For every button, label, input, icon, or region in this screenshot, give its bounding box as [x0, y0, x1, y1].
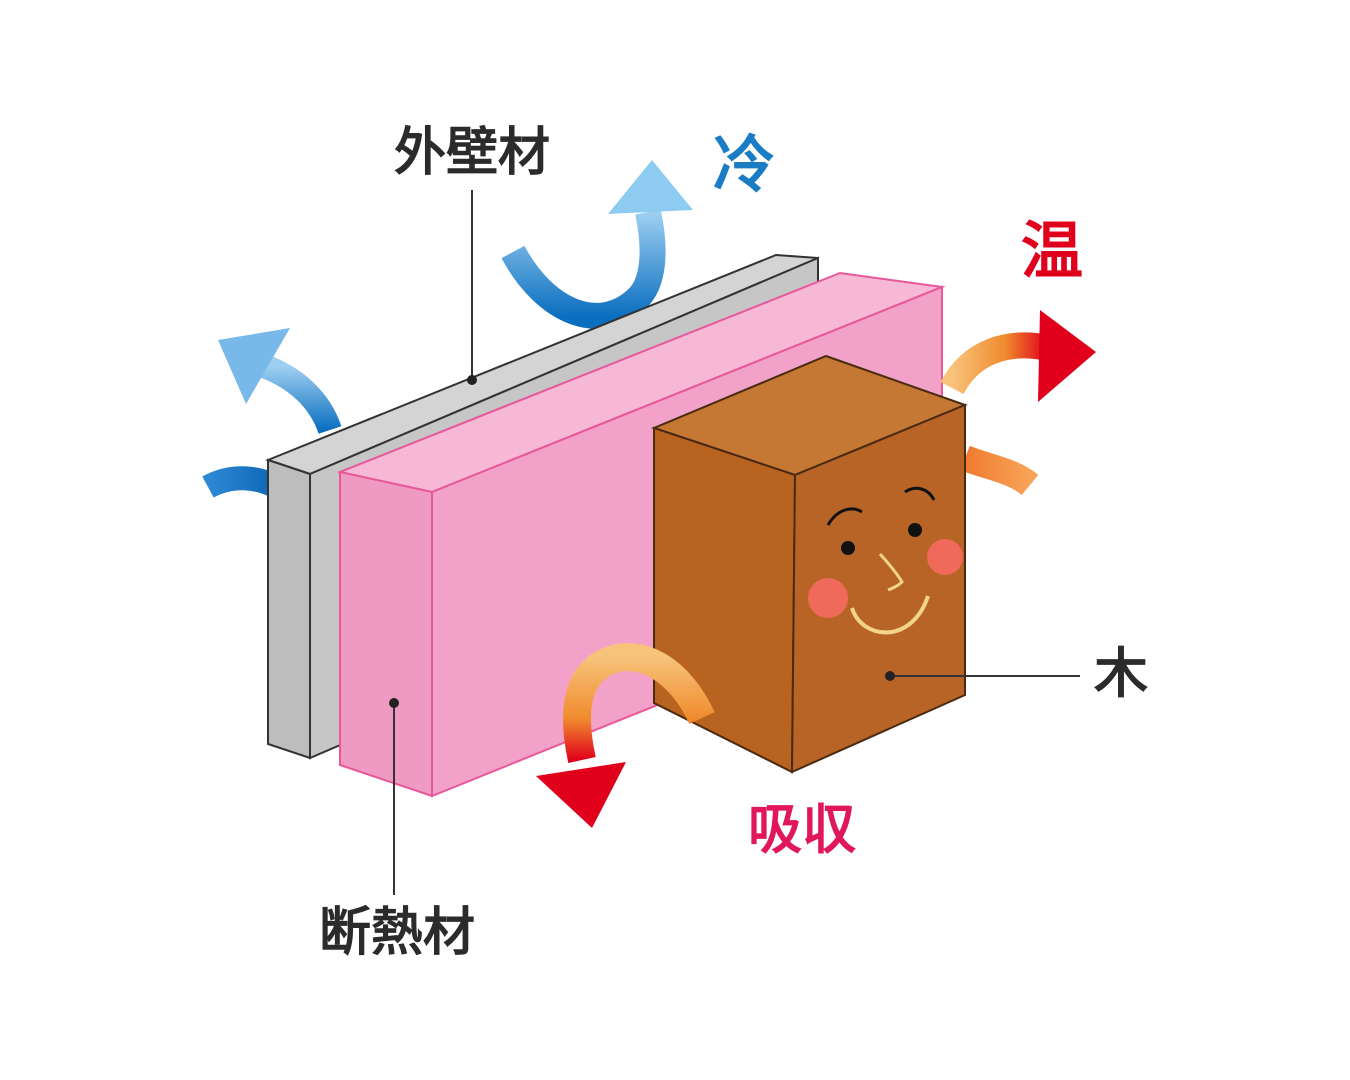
left-eyebrow	[826, 507, 863, 526]
smile	[850, 595, 930, 635]
absorb-arrow	[536, 643, 715, 828]
outer-wall-label: 外壁材	[394, 123, 550, 183]
insulation-label: 断熱材	[319, 903, 475, 963]
right-eyebrow	[904, 486, 936, 501]
left-eye	[841, 541, 855, 555]
nose	[878, 552, 904, 592]
wood-face	[808, 486, 963, 635]
wood-label: 木	[1094, 642, 1148, 705]
left-cheek	[808, 578, 848, 618]
absorb-label: 吸収	[748, 798, 856, 861]
warm-label: 温	[1021, 214, 1083, 287]
warm-arrow-right	[940, 310, 1096, 496]
cold-label: 冷	[713, 128, 775, 201]
right-eye	[908, 523, 922, 537]
right-cheek	[927, 539, 963, 575]
cold-arrow-top	[501, 160, 693, 329]
leader-lines	[389, 190, 1080, 895]
